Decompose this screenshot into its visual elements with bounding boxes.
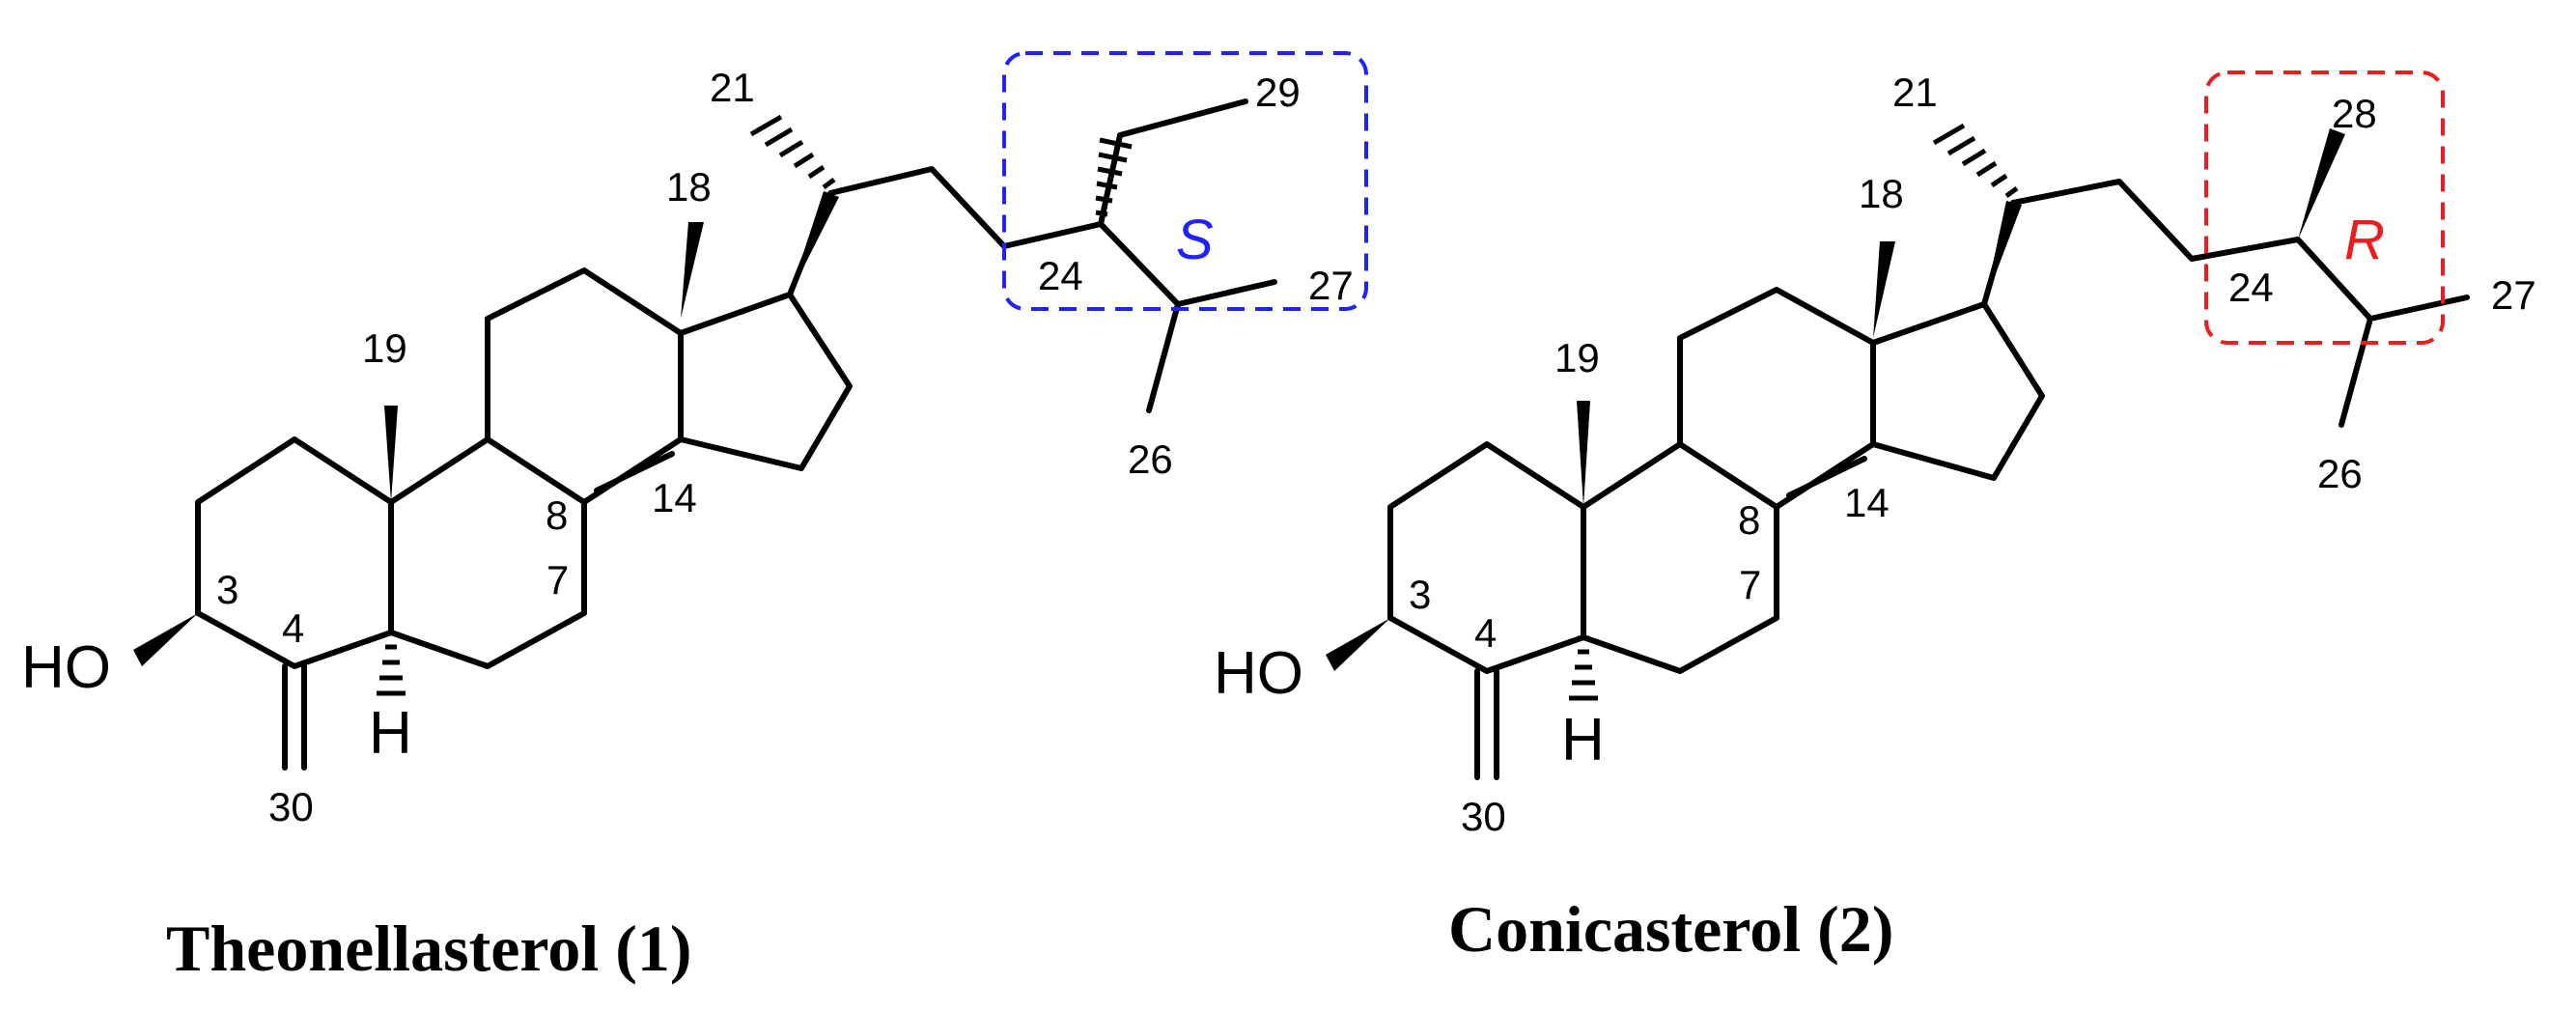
atom-number-18: 18	[1859, 171, 1904, 216]
atom-number-14: 14	[1844, 480, 1890, 525]
ring-c-bonds	[1677, 287, 1876, 510]
ring-d-bonds	[678, 292, 853, 471]
atom-number-30: 30	[1461, 794, 1506, 839]
atom-number-26: 26	[2317, 451, 2363, 496]
atom-number-21: 21	[710, 65, 755, 110]
compound-2-labels: HO H 3 4 7 8 14 18 19 21 24 26 27 28 30 …	[1214, 70, 2536, 839]
stereo-descriptor-r: R	[2344, 209, 2385, 271]
compound-1-labels: HO H 3 4 7 8 14 18 19 21 24 26 27 29 30 …	[21, 65, 1354, 829]
c20-wedge	[1984, 201, 2022, 304]
hydrogen-label: H	[1561, 707, 1605, 773]
c5-alpha-hydrogen-hashed-bond	[377, 644, 406, 696]
hydrogen-label: H	[369, 700, 412, 767]
c19-methyl-wedge	[1577, 401, 1590, 507]
atom-number-4: 4	[1474, 610, 1497, 656]
stereo-descriptor-s: S	[1176, 209, 1214, 271]
compound-2-name: Conicasterol (2)	[1448, 892, 1893, 966]
compound-1-name: Theonellasterol (1)	[166, 912, 692, 985]
atom-number-8: 8	[546, 492, 568, 538]
atom-number-8: 8	[1738, 497, 1760, 543]
c21-hashed-bond	[749, 114, 836, 190]
hydroxyl-label: HO	[21, 634, 111, 701]
c18-methyl-wedge	[681, 222, 704, 319]
c24-stereo-highlight-box	[2204, 70, 2445, 345]
c25-c26-bond	[2338, 316, 2373, 428]
c3-hydroxyl-wedge	[133, 613, 198, 666]
compound-2-bonds	[1326, 123, 2470, 780]
c24-hashed-bond	[1095, 137, 1133, 217]
atom-number-18: 18	[666, 164, 712, 210]
atom-number-4: 4	[282, 605, 304, 651]
c24-c28-wedge	[2298, 128, 2345, 239]
c20-wedge	[790, 191, 839, 295]
compound-1-theonellasterol: HO H 3 4 7 8 14 18 19 21 24 26 27 29 30 …	[21, 51, 1368, 985]
atom-number-24: 24	[2228, 265, 2274, 310]
atom-number-30: 30	[268, 784, 314, 829]
atom-number-7: 7	[546, 557, 569, 603]
c24-c28-bond	[1098, 132, 1123, 227]
ring-d-bonds	[1870, 301, 2045, 481]
atom-number-24: 24	[1038, 253, 1083, 298]
atom-number-21: 21	[1892, 70, 1938, 115]
ring-b-bonds	[388, 436, 587, 669]
ring-c-bonds	[485, 267, 684, 505]
atom-number-3: 3	[216, 567, 238, 612]
atom-number-3: 3	[1409, 572, 1431, 617]
double-bond-8-14-inner	[594, 451, 675, 493]
c24-stereo-highlight-box	[1002, 51, 1368, 311]
compound-2-conicasterol: HO H 3 4 7 8 14 18 19 21 24 26 27 28 30 …	[1214, 70, 2536, 966]
atom-number-26: 26	[1128, 436, 1173, 482]
c25-c26-bond	[1146, 301, 1181, 413]
atom-number-14: 14	[652, 475, 697, 520]
ring-b-bonds	[1581, 441, 1779, 674]
atom-number-28: 28	[2332, 91, 2377, 136]
hydroxyl-label: HO	[1214, 640, 1303, 707]
atom-number-7: 7	[1739, 562, 1761, 607]
atom-number-19: 19	[362, 325, 407, 371]
atom-number-19: 19	[1554, 335, 1600, 380]
c18-methyl-wedge	[1873, 241, 1895, 338]
double-bond-8-14-inner	[1786, 456, 1867, 498]
c3-hydroxyl-wedge	[1326, 618, 1390, 671]
atom-number-29: 29	[1255, 70, 1301, 115]
side-chain-bonds	[1981, 179, 2470, 322]
atom-number-27: 27	[2491, 272, 2536, 318]
compound-1-bonds	[133, 98, 1277, 771]
c5-alpha-hydrogen-hashed-bond	[1569, 649, 1598, 701]
atom-number-27: 27	[1308, 263, 1354, 308]
c19-methyl-wedge	[384, 406, 398, 502]
c21-hashed-bond	[1932, 123, 2019, 199]
c28-c29-bond	[1117, 98, 1248, 138]
